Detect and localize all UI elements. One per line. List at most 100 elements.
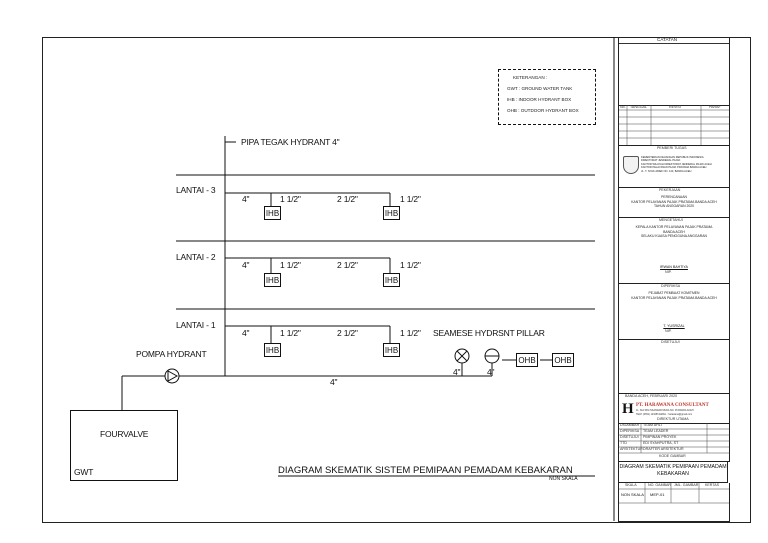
sheet-scale-value: NON SKALA <box>621 492 644 497</box>
owner-header: PEMBERI TUGAS <box>657 146 687 150</box>
pipe-size-label: 4" <box>453 367 461 377</box>
outdoor-hydrant-box: OHB <box>516 353 538 367</box>
staff-value: DRAFTER ARSITEKTUR <box>643 447 684 451</box>
hydrant-pillar-icon <box>484 348 500 364</box>
project-line: TAHUN ANGGARAN 2020 <box>653 204 695 209</box>
revision-table: No. TANGGAL REVISI PARAF <box>618 105 730 146</box>
approved-panel: DISETUJUI <box>618 339 730 394</box>
staff-value: TEAM LEADER <box>643 429 669 433</box>
tank-label: FOURVALVE <box>100 429 149 439</box>
ministry-line: KANTOR PELAYANAN PAJAK PRATAMA BANDA ACE… <box>641 166 707 170</box>
indoor-hydrant-box: IHB <box>383 273 400 287</box>
floor-label: LANTAI - 2 <box>176 252 216 262</box>
checked-line: KANTOR PELAYANAN PAJAK PRATAMA BANDA ACE… <box>631 295 717 300</box>
consultant-name: PT. HARAWANA CONSULTANT <box>636 403 709 408</box>
titleblock-drawing-title: DIAGRAM SKEMATIK PEMIPAAN PEMADAM KEBAKA… <box>618 461 728 483</box>
title-block: CATATAN No. TANGGAL REVISI PARAF <box>618 37 730 522</box>
indoor-hydrant-box: IHB <box>383 206 400 220</box>
pipe-size-label: 4" <box>487 367 495 377</box>
staff-value: EDI SYAHPUTRA, ST <box>643 441 679 445</box>
drawing-code-label: KODE GAMBAR <box>659 454 686 458</box>
staff-value: TEAM AHLI <box>643 423 662 427</box>
staff-role: TTD <box>620 441 627 445</box>
staff-role: DISETUJUI <box>620 435 639 439</box>
pipe-size-label: 1 1/2" <box>280 328 301 338</box>
acknowledged-name: IRWAN BAHTIYA <box>660 265 688 269</box>
pump-icon <box>164 368 180 384</box>
pipe-size-label: 1 1/2" <box>400 194 421 204</box>
staff-role: DIPERIKSA <box>620 429 640 433</box>
drawing-title: DIAGRAM SKEMATIK SISTEM PEMIPAAN PEMADAM… <box>278 465 573 476</box>
outdoor-hydrant-box: OHB <box>552 353 574 367</box>
rev-col-header: PARAF <box>709 105 721 109</box>
pipe-size-label: 4" <box>242 328 250 338</box>
staff-role: ARSITEKTUR <box>620 447 643 451</box>
consultant-line: TELP. (0651) 123456 EMAIL : harawana@gma… <box>636 413 693 416</box>
pipe-size-label: 4" <box>242 260 250 270</box>
rev-col-header: REVISI <box>669 105 681 109</box>
sheet-info-header: NO. GAMBAR <box>648 483 671 487</box>
acknowledged-line: SELAKU KUASA PENGGUNA ANGGARAN <box>641 234 707 239</box>
project-header: PEKERJAAN <box>659 188 681 192</box>
acknowledged-panel: MENGETAHUI KEPALA KANTOR PELAYANAN PAJAK… <box>618 217 730 284</box>
pipe-size-label: 4" <box>330 377 338 387</box>
tank-tag: GWT <box>74 467 94 477</box>
pipe-size-label: 4" <box>242 194 250 204</box>
ministry-line: KANTOR WILAYAH DIREKTORAT JENDERAL PAJAK… <box>641 162 712 166</box>
hydrant-pillar-icon <box>454 348 470 364</box>
consultant-line: JL. SULTAN ISKANDAR MUDA NO. 45 BANDA AC… <box>636 409 694 412</box>
consultant-date: BANDA ACEH, FEBRUARI 2020 <box>625 394 678 398</box>
notes-panel: CATATAN <box>618 37 730 106</box>
pipe-size-label: 1 1/2" <box>280 194 301 204</box>
ministry-line: JL. T. NYAK ARIEF NO. 123, BANDA ACEH <box>641 169 692 173</box>
acknowledged-line: BANDA ACEH <box>663 229 685 234</box>
checked-name: T. YUSRIZAL <box>663 324 685 328</box>
pipe-size-label: 1 1/2" <box>280 260 301 270</box>
indoor-hydrant-box: IHB <box>383 343 400 357</box>
indoor-hydrant-box: IHB <box>264 273 281 287</box>
acknowledged-line: KEPALA KANTOR PELAYANAN PAJAK PRATAMA <box>635 225 713 229</box>
checked-nip: NIP. <box>665 329 672 333</box>
rev-col-header: No. <box>620 105 626 109</box>
pump-label: POMPA HYDRANT <box>136 349 207 359</box>
acknowledged-header: MENGETAHUI <box>659 218 683 222</box>
sheet-info-header: SKALA <box>625 483 637 487</box>
project-panel: PEKERJAAN PERENCANAAN KANTOR PELAYANAN P… <box>618 187 730 218</box>
notes-header: CATATAN <box>657 37 678 42</box>
floor-label: LANTAI - 3 <box>176 185 216 195</box>
sheet-info: SKALA NO. GAMBAR JML. GAMBAR KERTAS NON … <box>618 483 730 522</box>
legend-item: GWT : GROUND WATER TANK <box>507 86 573 91</box>
project-line: KANTOR PELAYANAN PAJAK PRATAMA BANDA ACE… <box>631 199 717 204</box>
ministry-logo <box>623 156 639 174</box>
floor-label: LANTAI - 1 <box>176 320 216 330</box>
pipe-size-label: 2 1/2" <box>337 260 358 270</box>
rev-col-header: TANGGAL <box>630 105 647 109</box>
sheet-info-header: JML. GAMBAR <box>674 483 699 487</box>
pipe-size-label: 2 1/2" <box>337 194 358 204</box>
checked-line: PEJABAT PEMBUAT KOMITMEN <box>648 291 700 295</box>
ministry-line: KEMENTERIAN KEUANGAN REPUBLIK INDONESIA <box>641 156 704 159</box>
checked-panel: DIPERIKSA PEJABAT PEMBUAT KOMITMEN KANTO… <box>618 283 730 340</box>
director-header: DIREKTUR UTAMA <box>657 417 689 421</box>
staff-value: PIMPINAN PROYEK <box>643 435 677 439</box>
approved-header: DISETUJUI <box>661 340 680 344</box>
sheet-info-header: KERTAS <box>705 483 720 487</box>
pipe-size-label: 1 1/2" <box>400 260 421 270</box>
checked-header: DIPERIKSA <box>661 284 681 288</box>
staff-role: DIGAMBAR <box>620 423 640 427</box>
consultant-logo: H <box>622 401 634 417</box>
legend-item: IHB : INDOOR HYDRANT BOX <box>507 97 572 102</box>
indoor-hydrant-box: IHB <box>264 343 281 357</box>
pipe-size-label: 1 1/2" <box>400 328 421 338</box>
owner-panel: PEMBERI TUGAS KEMENTERIAN KEUANGAN REPUB… <box>618 145 730 188</box>
staff-table: DIGAMBAR TEAM AHLI DIPERIKSA TEAM LEADER… <box>618 423 730 462</box>
riser-label: PIPA TEGAK HYDRANT 4" <box>241 137 340 147</box>
acknowledged-nip: NIP. <box>665 270 672 274</box>
sheet-number-value: MEP-01 <box>650 492 665 497</box>
pillar-label: SEAMESE HYDRSNT PILLAR <box>433 328 545 338</box>
indoor-hydrant-box: IHB <box>264 206 281 220</box>
legend-box: KETERANGAN : GWT : GROUND WATER TANK IHB… <box>498 69 596 125</box>
drawing-frame <box>42 37 751 523</box>
